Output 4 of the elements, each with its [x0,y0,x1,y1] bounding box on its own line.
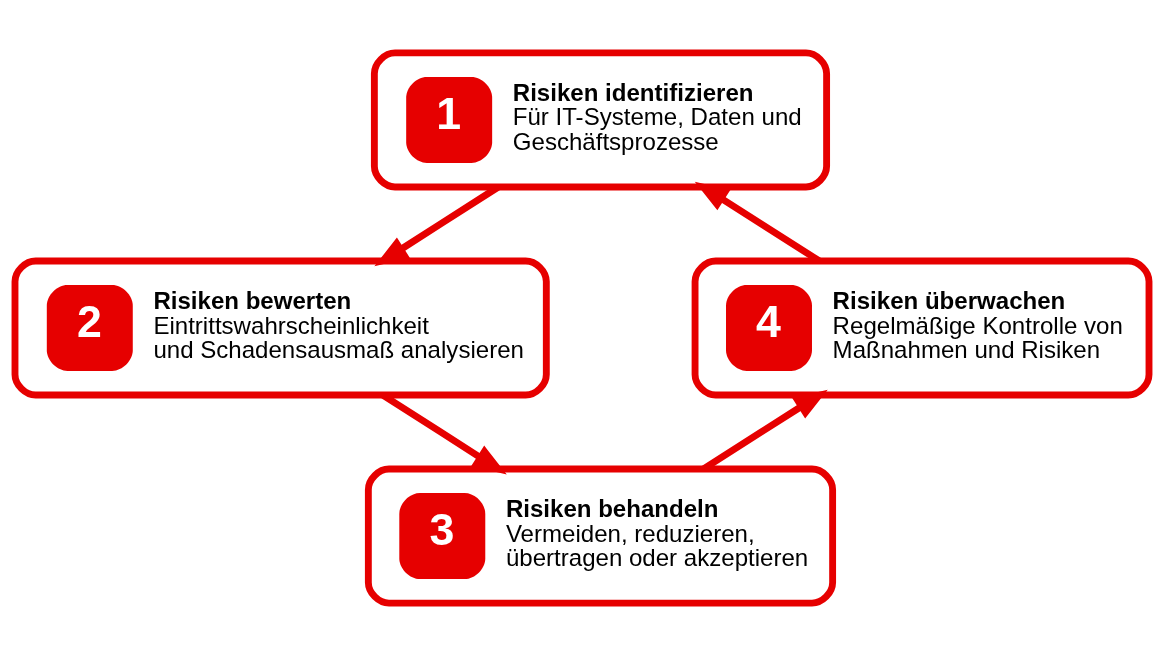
node-box: 2 Risiken bewerten Eintrittswahrscheinlichkeit und Schadensausmaß analysieren [11,257,550,398]
node-box: 3 Risiken behandeln Vermeiden, reduzieren, übertragen oder akzeptieren [364,465,837,607]
node-box: 1 Risiken identifizieren Für IT-Systeme, Daten und Geschäftsprozesse [370,48,831,190]
node-box: 4 Risiken überwachen Regelmäßige Kontrolle von Maßnahmen und Risiken [691,257,1153,398]
